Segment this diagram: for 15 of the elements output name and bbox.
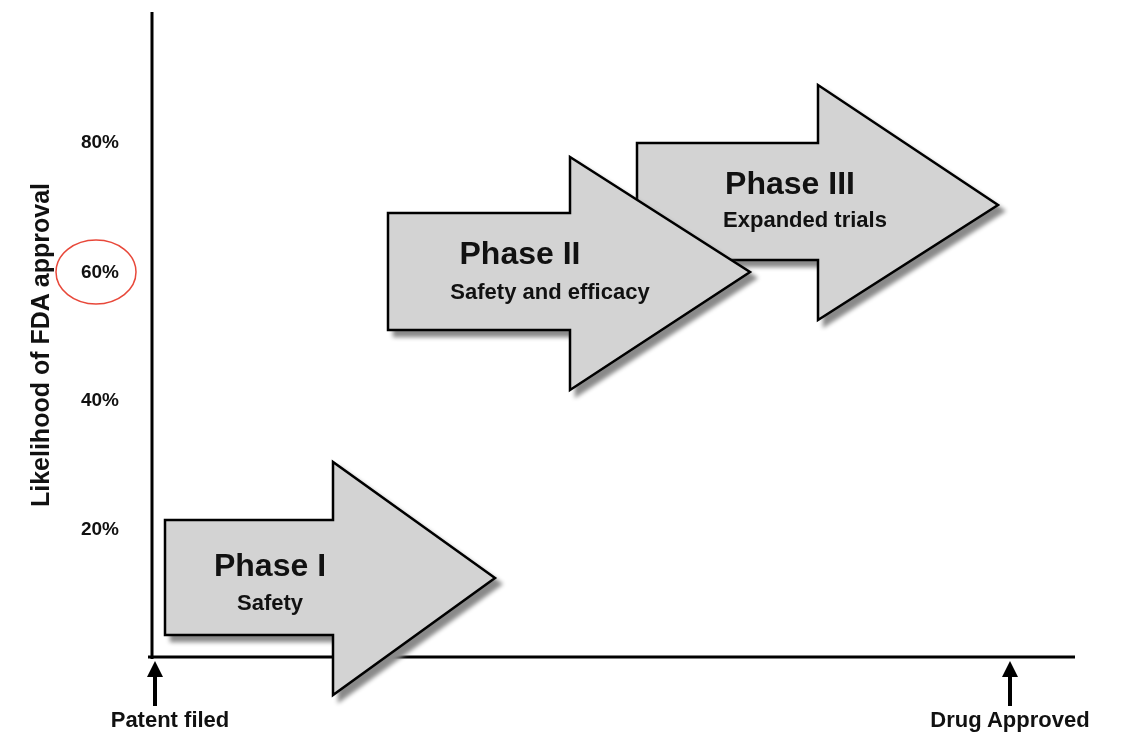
phase-title: Phase III (725, 164, 855, 202)
tick-label: 60% (81, 261, 119, 283)
tick-label: 20% (81, 518, 119, 540)
arrow (1002, 661, 1018, 706)
arrow (147, 661, 163, 706)
phase-subtitle: Safety and efficacy (450, 279, 650, 305)
phase-title: Phase I (213, 546, 327, 584)
tick-label: 80% (81, 131, 119, 153)
phase-title: Phase II (459, 234, 581, 272)
milestone-label: Patent filed (110, 707, 230, 733)
phase-subtitle: Safety (237, 590, 303, 616)
phase-subtitle: Expanded trials (723, 207, 887, 233)
axis-title: Likelihood of FDA approval (25, 182, 55, 508)
tick-label: 40% (81, 389, 119, 411)
milestone-label: Drug Approved (930, 707, 1090, 733)
